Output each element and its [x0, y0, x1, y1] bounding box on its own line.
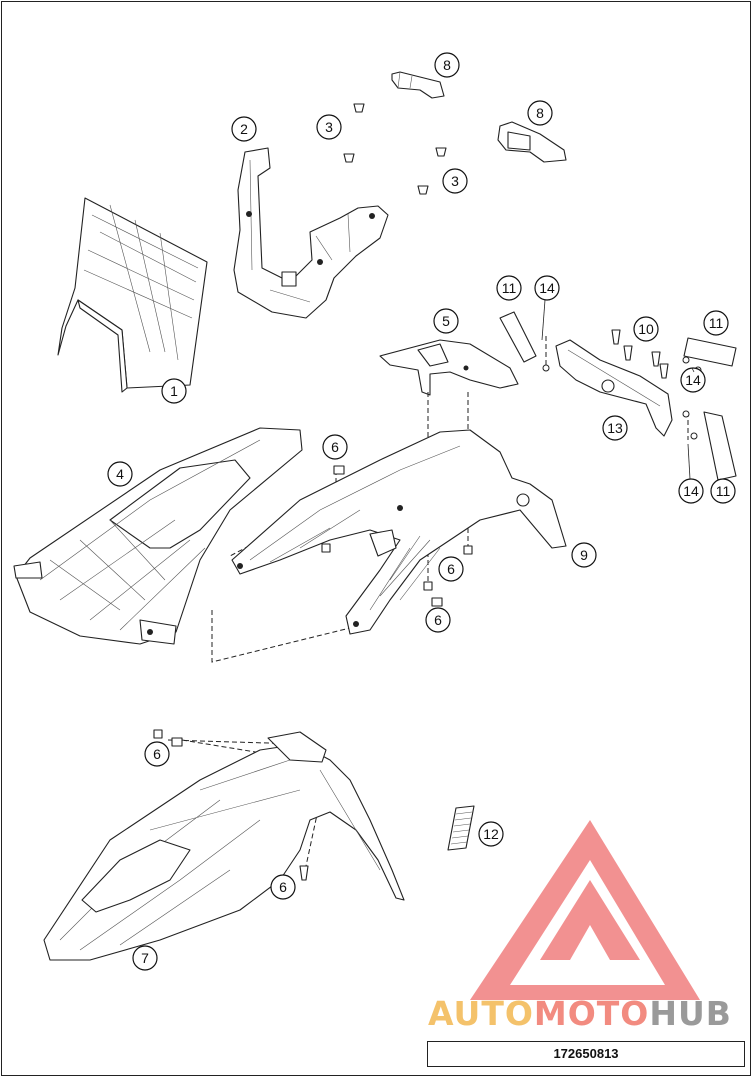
callout-6-d: 6: [144, 741, 170, 767]
part-5-top-cover: [379, 339, 519, 396]
part-11-reflectors: [499, 311, 737, 481]
watermark-part-hub: HUB: [649, 994, 732, 1033]
watermark-part-auto: AUTO: [428, 994, 534, 1033]
watermark-logo: [470, 820, 700, 1000]
callout-label: 8: [536, 105, 544, 121]
callout-label: 5: [442, 313, 450, 329]
part-8-clamp-a: [391, 71, 445, 99]
part-10-screws: [611, 329, 669, 379]
callout-11-a: 11: [496, 275, 522, 301]
callout-label: 13: [607, 420, 623, 436]
part-4-number-plate: [13, 427, 303, 645]
callout-label: 14: [685, 372, 701, 388]
callout-label: 14: [539, 280, 555, 296]
part-13-license-bracket: [555, 339, 673, 437]
callout-6-a: 6: [322, 434, 348, 460]
part-9-subframe: [231, 429, 567, 635]
callout-7: 7: [132, 945, 158, 971]
callout-2: 2: [231, 116, 257, 142]
callout-11-c: 11: [710, 478, 736, 504]
callout-12: 12: [478, 821, 504, 847]
document-number: 172650813: [427, 1041, 745, 1067]
callout-label: 6: [279, 879, 287, 895]
part-8-clamp-b: [497, 121, 567, 163]
callout-3-a: 3: [316, 114, 342, 140]
callout-3-b: 3: [442, 168, 468, 194]
part-1-headlight-mask: [57, 197, 208, 393]
part-7-front-fender: [43, 731, 405, 961]
callout-11-b: 11: [703, 310, 729, 336]
callout-14-c: 14: [678, 478, 704, 504]
callout-label: 9: [580, 547, 588, 563]
callout-label: 8: [443, 57, 451, 73]
callout-label: 3: [451, 173, 459, 189]
callout-label: 3: [325, 119, 333, 135]
callout-6-b: 6: [438, 556, 464, 582]
callout-label: 14: [683, 483, 699, 499]
part-3-screws: [343, 103, 447, 195]
callout-label: 6: [447, 561, 455, 577]
watermark-part-moto: MOTO: [533, 994, 650, 1033]
callout-label: 2: [240, 121, 248, 137]
part-12-sticker: [447, 805, 475, 851]
callout-6-c: 6: [425, 607, 451, 633]
callout-label: 12: [483, 826, 499, 842]
callout-6-e: 6: [270, 874, 296, 900]
callout-label: 11: [502, 280, 517, 296]
callout-5: 5: [433, 308, 459, 334]
callout-label: 10: [638, 321, 654, 337]
callout-8-a: 8: [434, 52, 460, 78]
callout-label: 11: [716, 483, 731, 499]
callout-9: 9: [571, 542, 597, 568]
callout-14-a: 14: [534, 275, 560, 301]
callout-10: 10: [633, 316, 659, 342]
callout-1: 1: [161, 378, 187, 404]
callout-4: 4: [107, 461, 133, 487]
callout-label: 6: [153, 746, 161, 762]
callout-8-b: 8: [527, 100, 553, 126]
leader-lines: [541, 299, 695, 480]
callout-label: 4: [116, 466, 124, 482]
callout-13: 13: [602, 415, 628, 441]
callout-label: 6: [331, 439, 339, 455]
callout-14-b: 14: [680, 367, 706, 393]
callout-label: 11: [709, 315, 724, 331]
callout-label: 7: [141, 950, 149, 966]
callout-label: 6: [434, 612, 442, 628]
watermark-text: AUTOMOTOHUB: [428, 994, 746, 1033]
part-2-headlight-bracket: [233, 147, 389, 319]
callout-label: 1: [170, 383, 178, 399]
